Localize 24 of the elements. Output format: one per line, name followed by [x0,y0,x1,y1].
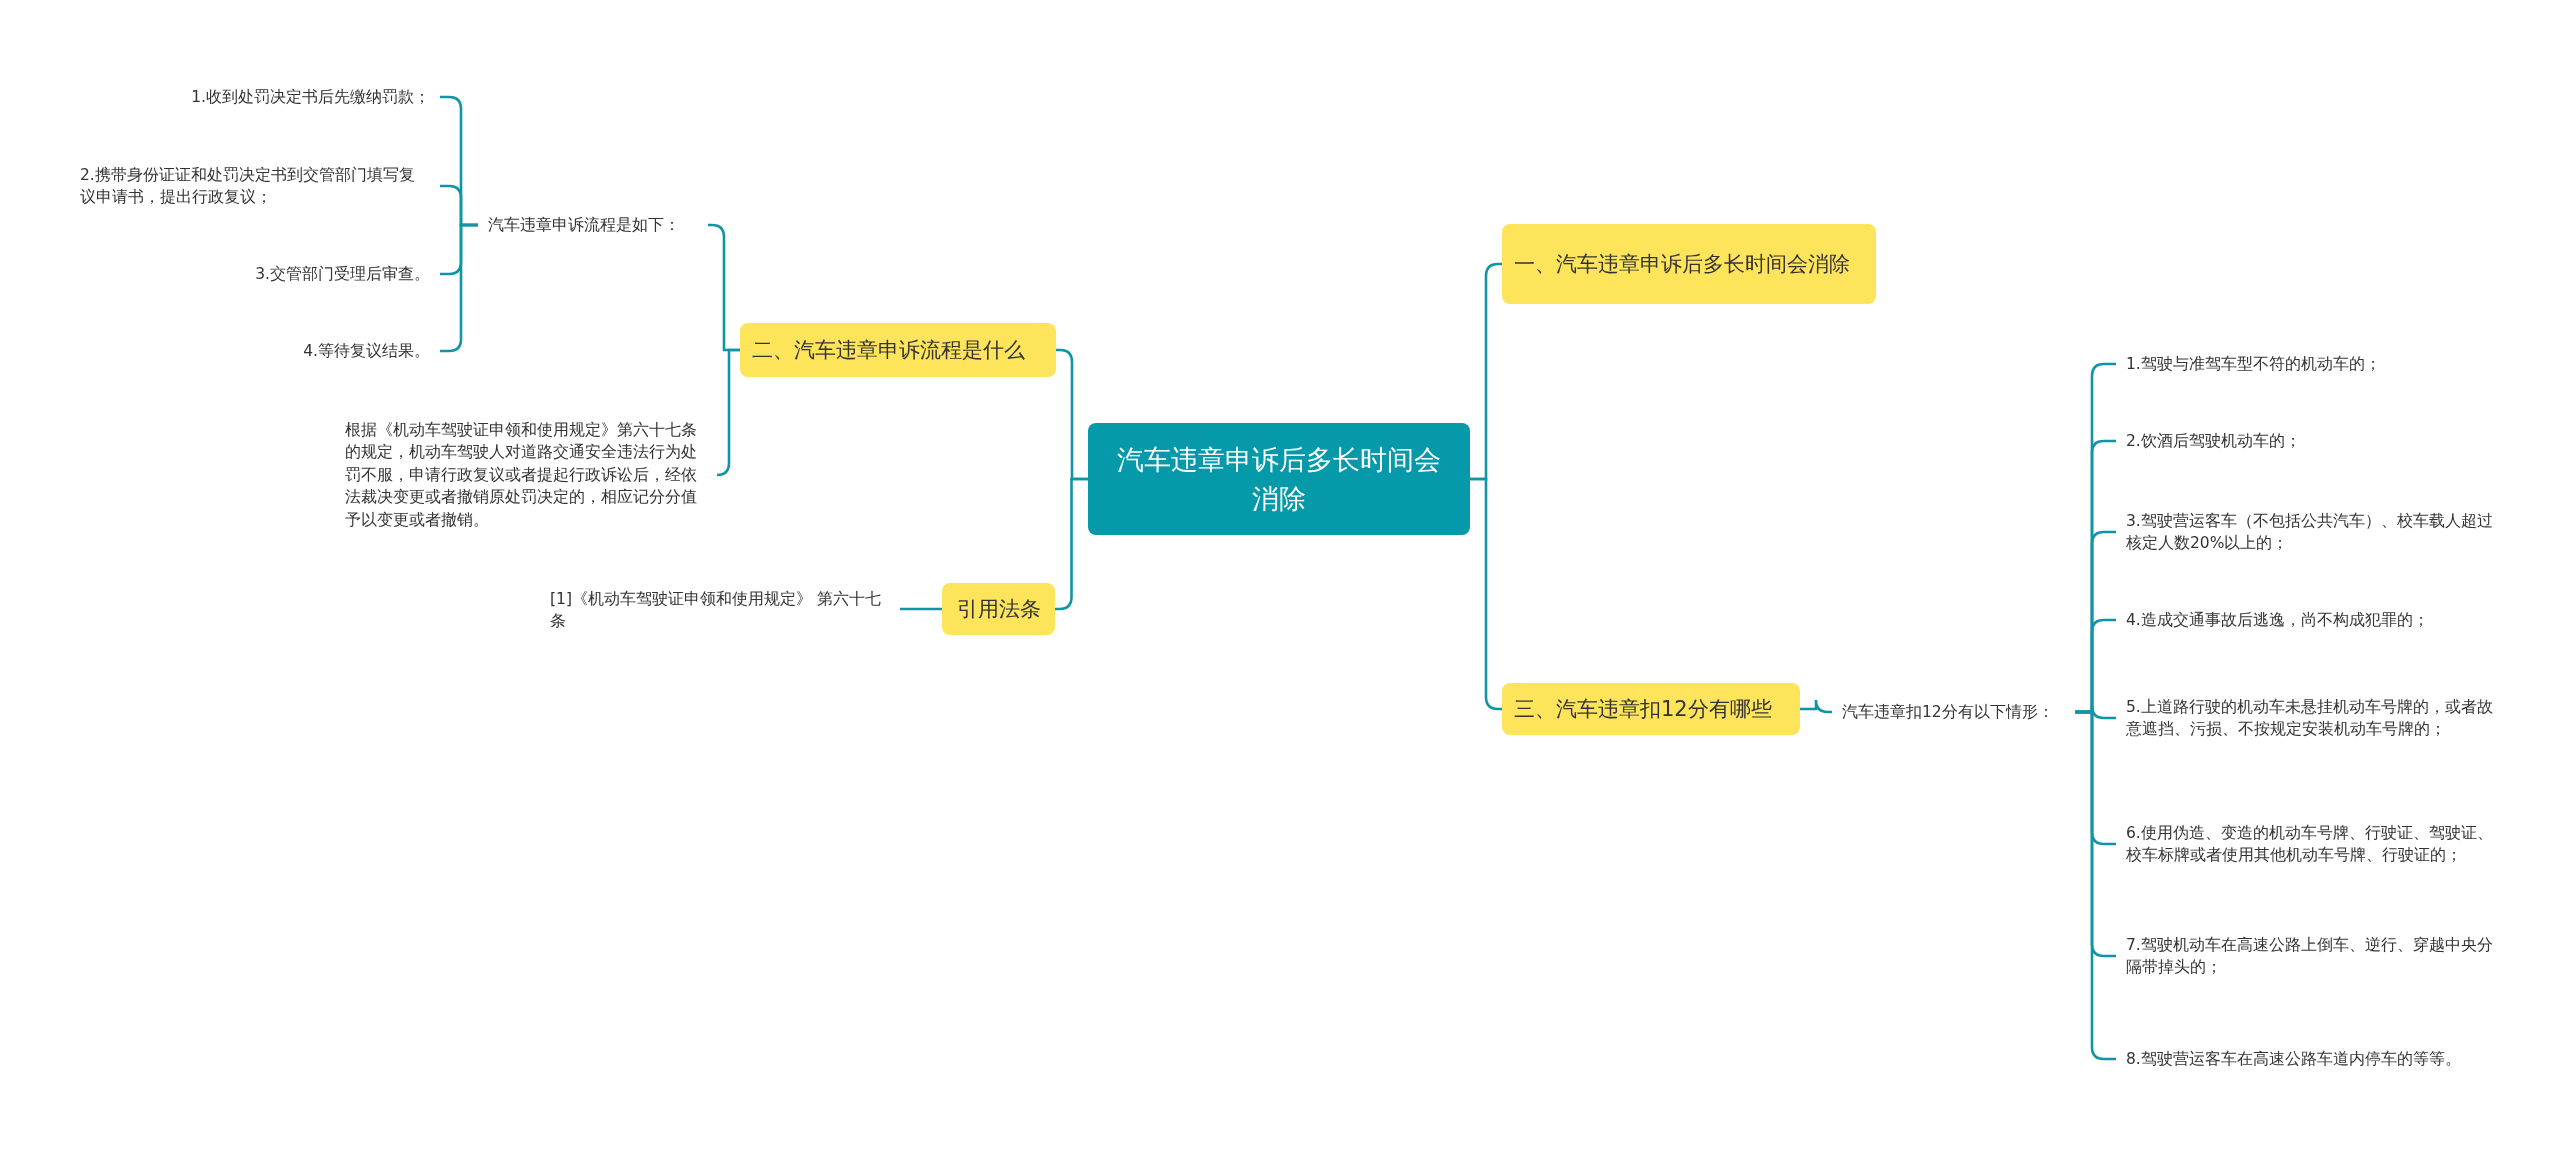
connector-line [715,348,740,477]
list-item-text: 1.驾驶与准驾车型不符的机动车的； [2116,347,2516,381]
topic-box: 一、汽车违章申诉后多长时间会消除 [1502,224,1876,304]
list-item-text: 6.使用伪造、变造的机动车号牌、行驶证、驾驶证、校车标牌或者使用其他机动车号牌、行驶证的； [2116,803,2516,885]
subtopic-text: 汽车违章申诉流程是如下： [478,208,708,242]
note-text: 根据《机动车驾驶证申领和使用规定》第六十七条的规定，机动车驾驶人对道路交通安全违法行为处罚不服，申请行政复议或者提起行政诉讼后，经依法裁决变更或者撤销原处罚决定的，相应记分分值予以变更或者撤销。 [335,413,718,537]
list-item-text: 1.收到处罚决定书后先缴纳罚款； [90,80,440,114]
topic-box: 三、汽车违章扣12分有哪些 [1502,683,1800,735]
list-item-text: 3.驾驶营运客车（不包括公共汽车）、校车载人超过核定人数20%以上的； [2116,503,2516,561]
subtopic-text: 汽车违章扣12分有以下情形： [1832,695,2075,729]
topic-box: 引用法条 [942,583,1055,635]
list-item-text: 7.驾驶机动车在高速公路上倒车、逆行、穿越中央分隔带掉头的； [2116,927,2516,985]
connector-line [1800,698,1832,714]
list-item-text: 5.上道路行驶的机动车未悬挂机动车号牌的，或者故意遮挡、污损、不按规定安装机动车号牌的； [2116,677,2516,759]
list-item-text: 2.饮酒后驾驶机动车的； [2116,424,2516,458]
connector-line [900,607,942,611]
list-item-text: 8.驾驶营运客车在高速公路车道内停车的等等。 [2116,1030,2516,1088]
list-item-text: 4.等待复议结果。 [90,334,440,368]
list-item-text: 3.交管部门受理后审查。 [90,257,440,291]
list-item-text: 2.携带身份证证和处罚决定书到交管部门填写复议申请书，提出行政复议； [70,157,440,215]
list-item-text: 4.造成交通事故后逃逸，尚不构成犯罪的； [2116,603,2516,637]
central-topic-box: 汽车违章申诉后多长时间会消除 [1088,423,1470,535]
topic-box: 二、汽车违章申诉流程是什么 [740,323,1056,377]
reference-text: [1]《机动车驾驶证申领和使用规定》 第六十七条 [540,585,900,635]
